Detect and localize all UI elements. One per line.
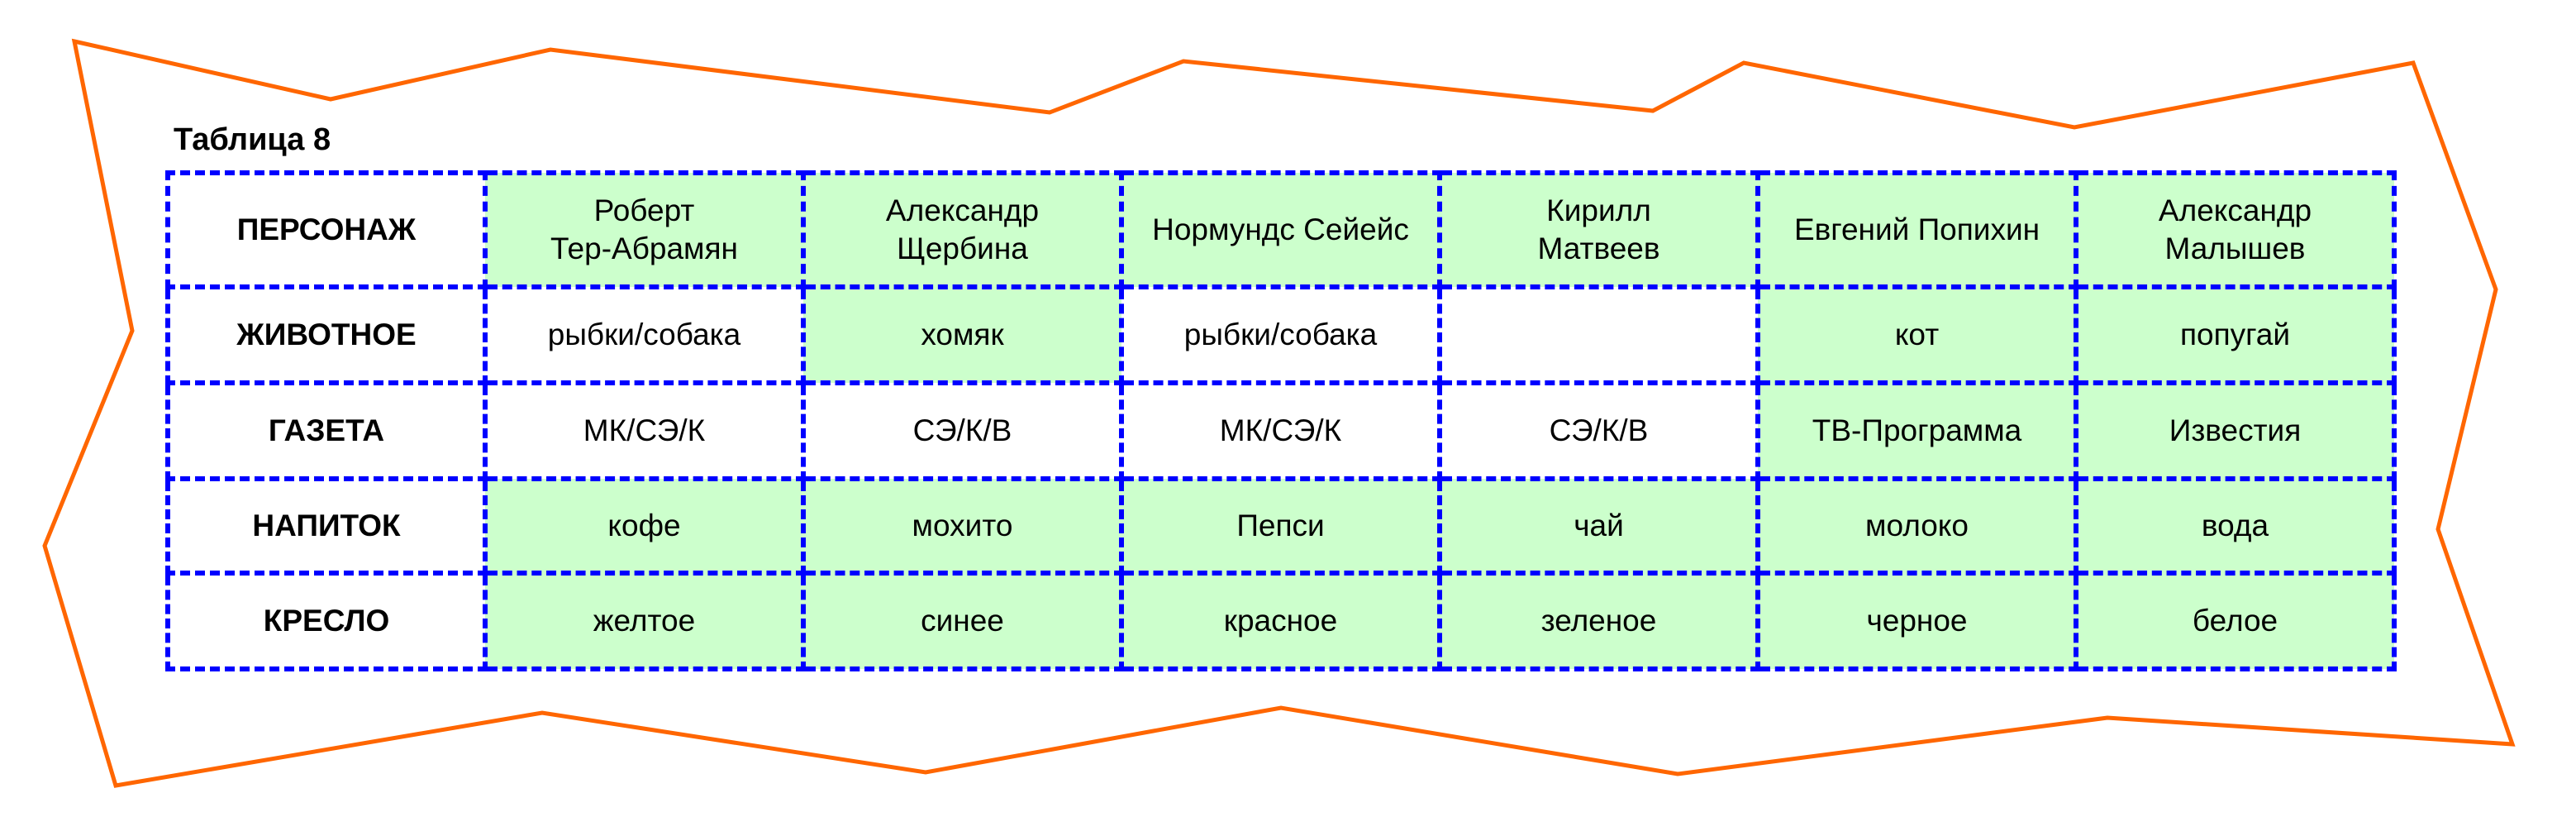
row-header: НАПИТОК [165, 476, 488, 576]
table-cell: МК/СЭ/К [483, 380, 806, 481]
table-cell: Евгений Попихин [1755, 170, 2078, 289]
table-cell: мохито [801, 476, 1124, 576]
table-cell: красное [1119, 571, 1442, 671]
table-title: Таблица 8 [174, 122, 331, 157]
table-cell: ТВ-Программа [1755, 380, 2078, 481]
table-cell: кот [1755, 284, 2078, 385]
table-cell: Известия [2074, 380, 2397, 481]
table-cell: попугай [2074, 284, 2397, 385]
table-cell: СЭ/К/В [801, 380, 1124, 481]
row-header: ПЕРСОНАЖ [165, 170, 488, 289]
table-cell: Кирилл Матвеев [1437, 170, 1760, 289]
row-header: ГАЗЕТА [165, 380, 488, 481]
table-cell: Роберт Тер-Абрамян [483, 170, 806, 289]
table-cell: Пепси [1119, 476, 1442, 576]
table-cell: Александр Щербина [801, 170, 1124, 289]
table-cell: СЭ/К/В [1437, 380, 1760, 481]
table-cell: вода [2074, 476, 2397, 576]
table-cell: Нормундс Сейейс [1119, 170, 1442, 289]
row-header: КРЕСЛО [165, 571, 488, 671]
table-cell: синее [801, 571, 1124, 671]
table-cell: белое [2074, 571, 2397, 671]
table-cell: черное [1755, 571, 2078, 671]
row-header: ЖИВОТНОЕ [165, 284, 488, 385]
table-cell: зеленое [1437, 571, 1760, 671]
table-cell: Александр Малышев [2074, 170, 2397, 289]
table-cell: чай [1437, 476, 1760, 576]
table-cell: молоко [1755, 476, 2078, 576]
table-cell: рыбки/собака [1119, 284, 1442, 385]
table-cell: рыбки/собака [483, 284, 806, 385]
table-cell: кофе [483, 476, 806, 576]
table-cell: МК/СЭ/К [1119, 380, 1442, 481]
table-cell: желтое [483, 571, 806, 671]
table-cell: хомяк [801, 284, 1124, 385]
table-cell [1437, 284, 1760, 385]
